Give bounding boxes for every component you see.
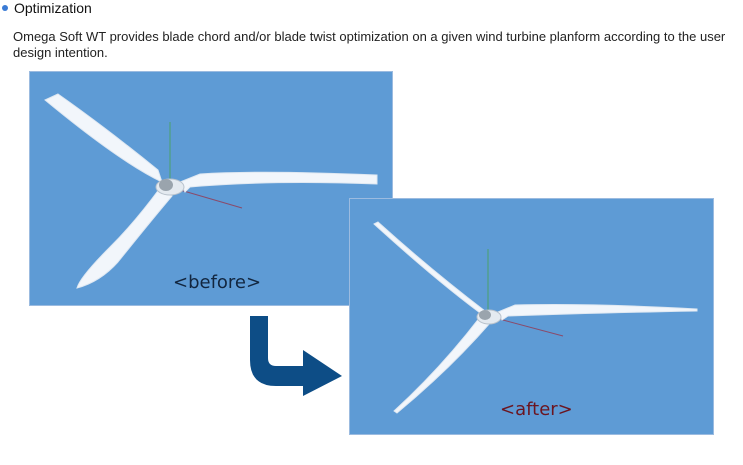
turbine-before-illustration <box>44 93 378 289</box>
section-description: Omega Soft WT provides blade chord and/o… <box>13 29 726 60</box>
before-turbine-image: <before> <box>29 71 393 306</box>
after-turbine-image: <after> <box>349 198 714 435</box>
before-caption: <before> <box>173 272 262 293</box>
after-caption: <after> <box>500 399 573 420</box>
section-heading: Optimization <box>0 0 92 16</box>
turbine-after-illustration <box>373 221 698 414</box>
bullet-dot-icon <box>2 5 8 11</box>
arrow-down-right-icon <box>250 316 342 396</box>
section-title: Optimization <box>14 0 92 16</box>
